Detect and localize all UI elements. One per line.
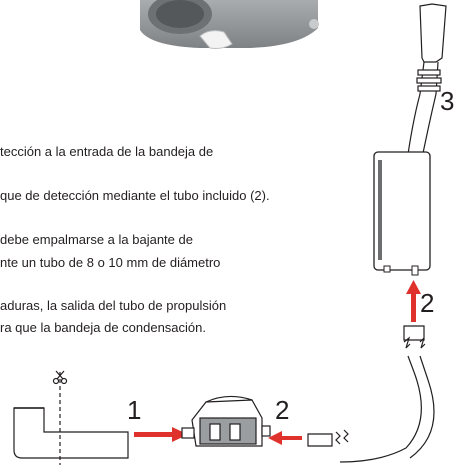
instruction-line-4: nte un tubo de 8 o 10 mm de diámetro [0,255,221,270]
detection-unit-bottom [181,395,271,447]
instruction-line-1: tección a la entrada de la bandeja de [0,144,214,159]
instruction-line-2: que de detección mediante el tubo inclui… [0,188,270,203]
scissors-icon [52,370,68,385]
tube-pieces [307,429,349,447]
detection-unit-top [140,0,319,49]
callout-2-right: 2 [420,288,435,318]
instruction-line-3: debe empalmarse a la bajante de [0,232,193,247]
arrow-up-right [406,280,421,322]
arrow-right-1 [134,427,188,442]
instruction-line-5: aduras, la salida del tubo de propulsión [0,298,227,313]
callout-3: 3 [440,86,455,116]
detection-box [373,151,431,276]
arrow-left-2 [268,431,302,445]
elbow-pipe [13,372,129,465]
discharge-tube [405,3,447,169]
lower-tube-right [339,325,435,463]
instruction-line-6: ra que la bandeja de condensación. [0,320,206,335]
callout-2-bottom: 2 [275,395,290,425]
callout-1: 1 [127,395,142,425]
